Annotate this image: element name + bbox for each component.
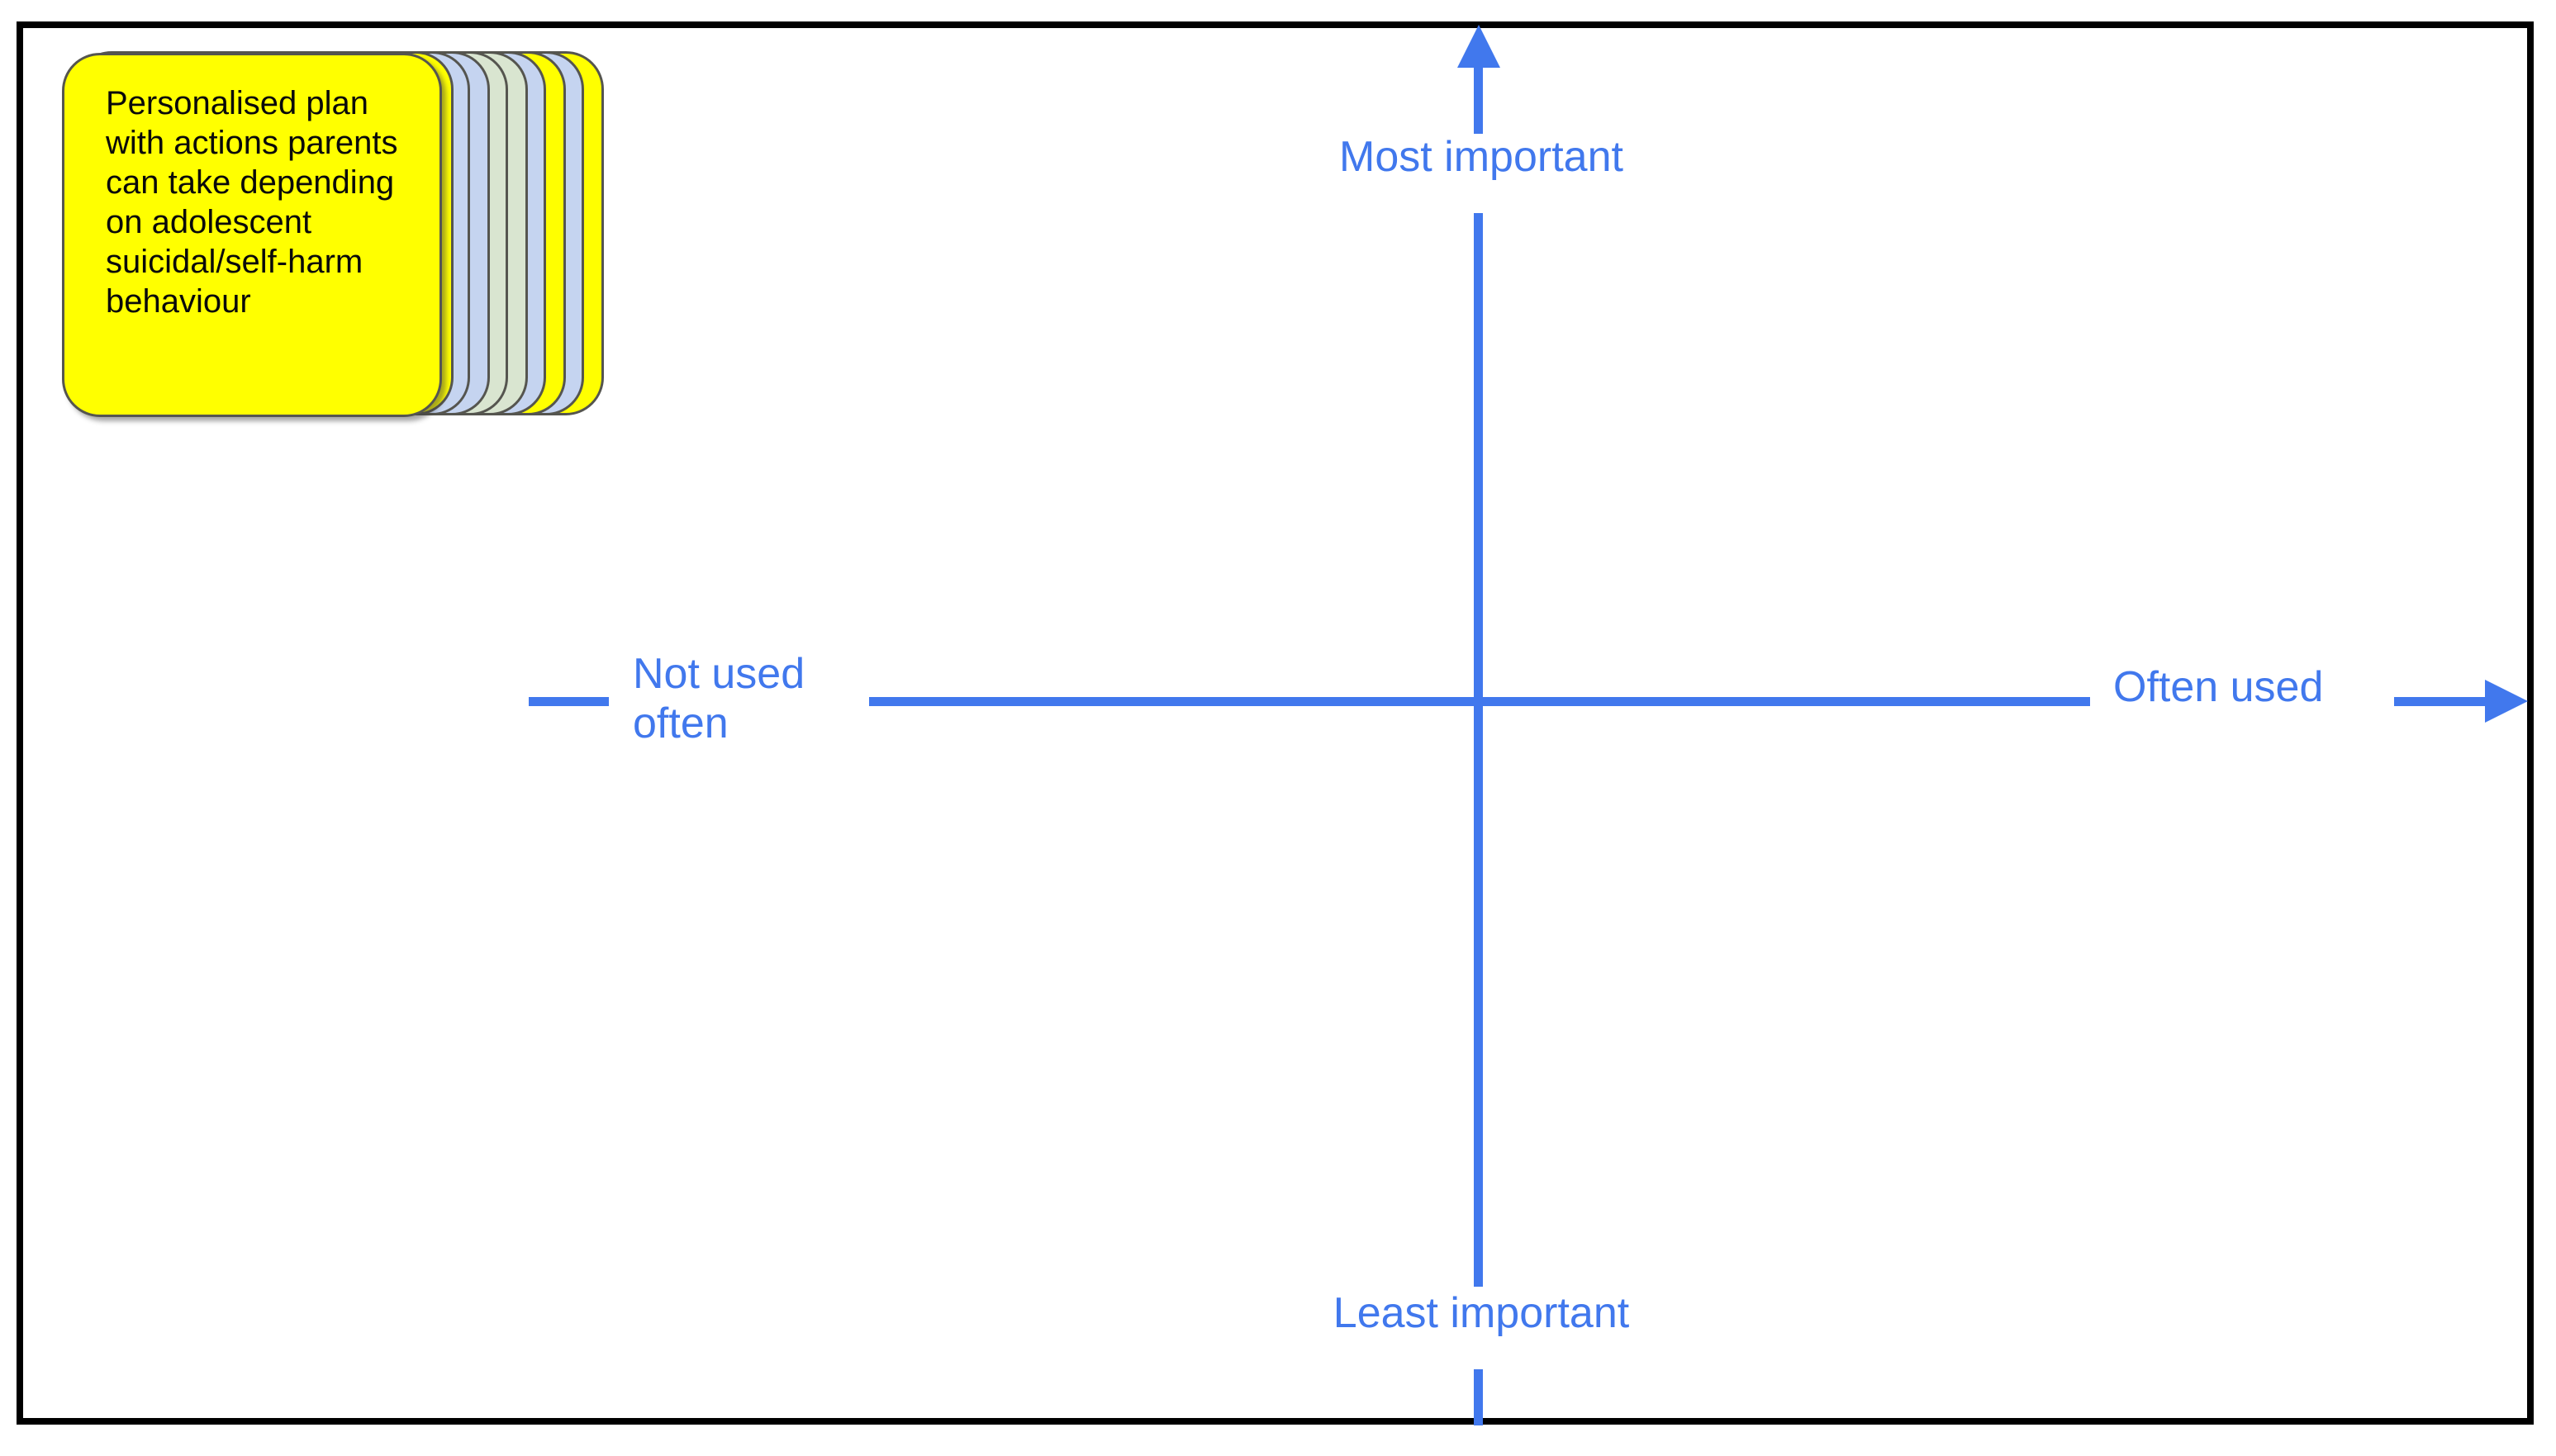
- card-text: Personalised plan with actions parents c…: [106, 85, 398, 320]
- axis-up-arrow-icon: [1457, 25, 1500, 68]
- card-front[interactable]: Personalised plan with actions parents c…: [62, 53, 442, 417]
- axis-label-most-important: Most important: [1339, 133, 1623, 181]
- diagram-border: [17, 21, 2534, 1425]
- axis-label-least-important: Least important: [1333, 1289, 1630, 1337]
- axis-right-arrow-icon: [2485, 680, 2528, 723]
- axis-label-not-used-often: Not used often: [633, 650, 805, 748]
- card-stack[interactable]: Personalised plan with actions parents c…: [62, 51, 607, 419]
- axis-vertical-segment-middle: [1474, 213, 1483, 1287]
- axis-vertical-segment-bottom: [1474, 1369, 1483, 1425]
- axis-horizontal-segment-left-stub: [529, 697, 609, 706]
- axis-horizontal-segment-main: [869, 697, 2090, 706]
- axis-horizontal-segment-right-stub: [2394, 697, 2487, 706]
- axis-vertical-segment-top: [1474, 66, 1483, 134]
- axis-label-often-used: Often used: [2113, 663, 2324, 711]
